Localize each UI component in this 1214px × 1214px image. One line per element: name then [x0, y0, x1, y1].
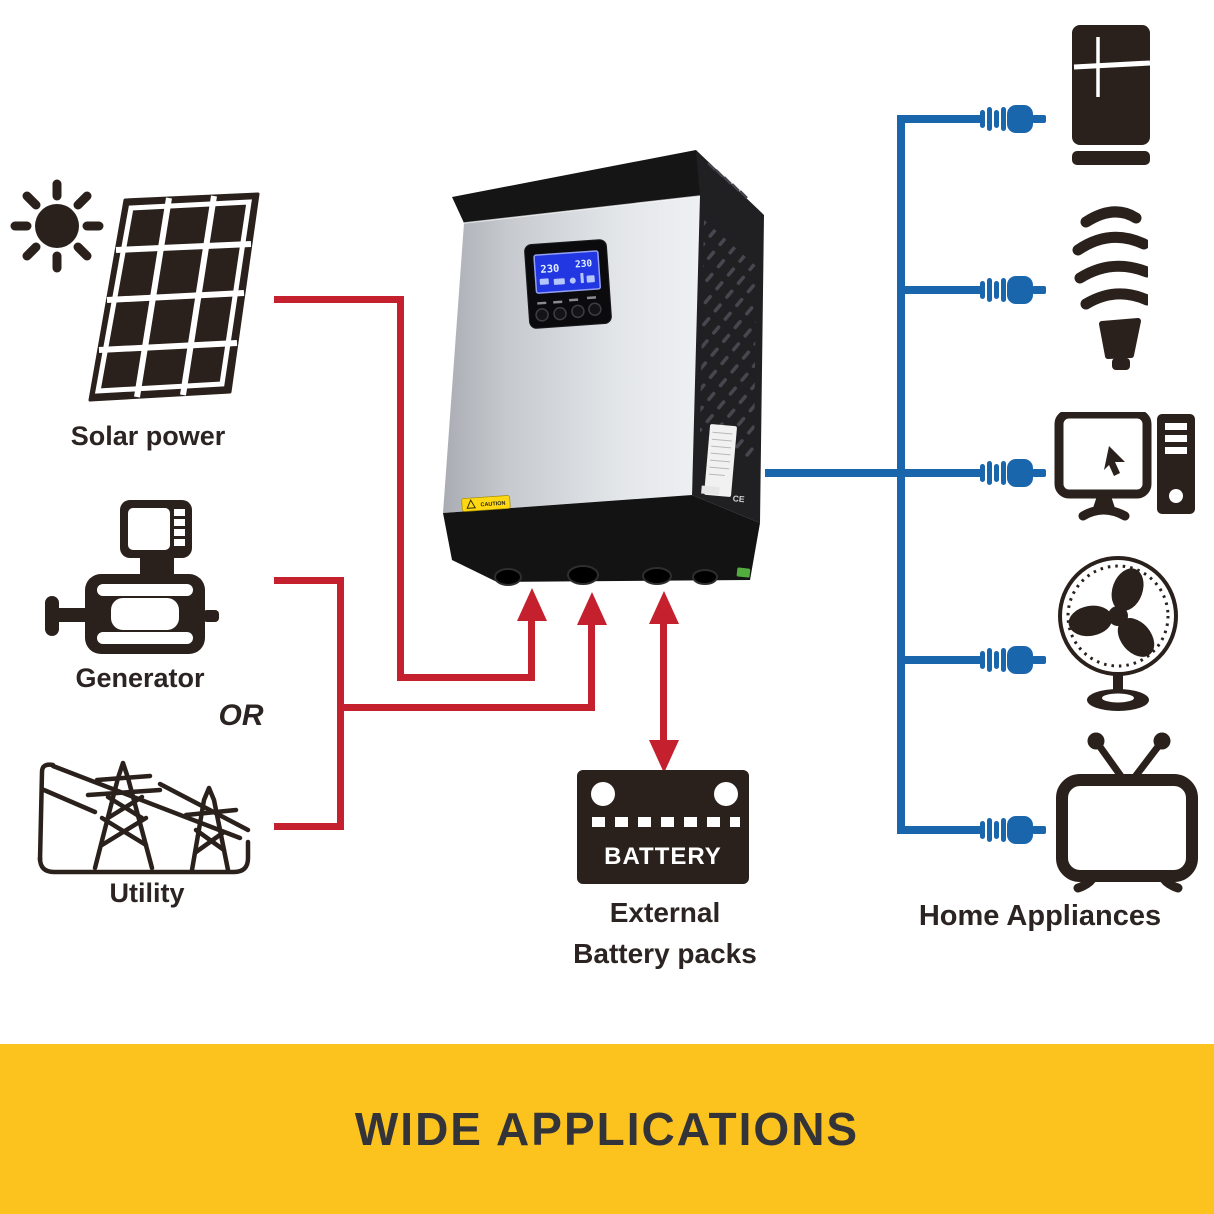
tv-icon — [1056, 732, 1198, 893]
solar-arrowhead-icon — [517, 588, 547, 621]
solar-line-bottom — [397, 674, 534, 681]
solar-line-vertical — [397, 296, 404, 681]
green-connector — [736, 567, 751, 578]
ac-input-arrowhead-icon — [577, 592, 607, 625]
ac-input-arrow-shaft — [588, 625, 595, 711]
home-appliances-label: Home Appliances — [918, 900, 1162, 932]
fan-icon — [1058, 556, 1178, 711]
inverter-output-line — [765, 469, 980, 477]
inverter-unit: 230 230 CAUTION — [443, 150, 764, 586]
generator-utility-line-vertical — [337, 577, 344, 830]
ac-input-line-horizontal — [337, 704, 595, 711]
inverter-front-panel — [443, 196, 700, 513]
ce-mark: CE — [732, 493, 745, 504]
banner: WIDE APPLICATIONS — [0, 1044, 1214, 1214]
battery-arrow-shaft — [660, 624, 667, 740]
generator-line — [274, 577, 344, 584]
lcd-right-value: 230 — [575, 258, 593, 270]
inverter-base — [443, 495, 760, 582]
power-plug-icon — [964, 459, 1046, 487]
refrigerator-icon — [1072, 25, 1151, 165]
panel-buttons — [535, 302, 602, 322]
bulb-branch-line — [897, 286, 980, 294]
or-label: OR — [218, 699, 264, 732]
power-plug-icon — [964, 646, 1046, 674]
cfl-bulb-icon — [1072, 206, 1148, 370]
solar-arrow-shaft — [528, 620, 535, 681]
external-battery-line1: External — [609, 897, 721, 928]
fridge-branch-line — [897, 115, 980, 123]
computer-icon — [1054, 412, 1195, 521]
output-trunk-line — [897, 115, 905, 834]
svg-text:CAUTION: CAUTION — [480, 501, 505, 509]
inverter-top-cap — [452, 150, 700, 223]
banner-title: WIDE APPLICATIONS — [354, 1103, 860, 1155]
power-plug-icon — [964, 816, 1046, 844]
tv-branch-line — [897, 826, 980, 834]
external-battery-line2: Battery packs — [573, 937, 757, 969]
solar-power-label: Solar power — [70, 421, 226, 451]
caution-label: CAUTION — [461, 495, 511, 512]
battery-icon: BATTERY — [577, 770, 749, 884]
battery-text: BATTERY — [604, 843, 722, 870]
bottom-ports — [494, 565, 718, 586]
lcd-left-value: 230 — [540, 263, 560, 276]
generator-icon — [45, 500, 219, 654]
side-vents — [700, 220, 756, 470]
battery-arrowhead-up-icon — [649, 591, 679, 624]
solar-line-horizontal — [274, 296, 404, 303]
utility-line — [274, 823, 344, 830]
power-plug-icon — [964, 276, 1046, 304]
fan-branch-line — [897, 656, 980, 664]
control-panel: 230 230 — [524, 239, 612, 329]
barcode — [701, 485, 720, 496]
battery-arrowhead-down-icon — [649, 740, 679, 773]
power-plug-icon — [964, 105, 1046, 133]
solar-panel-icon — [10, 179, 260, 402]
external-battery-label: External Battery packs — [545, 893, 785, 974]
cursor-icon — [1104, 446, 1125, 476]
utility-label: Utility — [109, 878, 185, 908]
spec-label: CE — [701, 424, 745, 504]
utility-towers-icon — [37, 760, 251, 875]
generator-label: Generator — [75, 663, 205, 693]
sun-icon — [10, 179, 104, 273]
